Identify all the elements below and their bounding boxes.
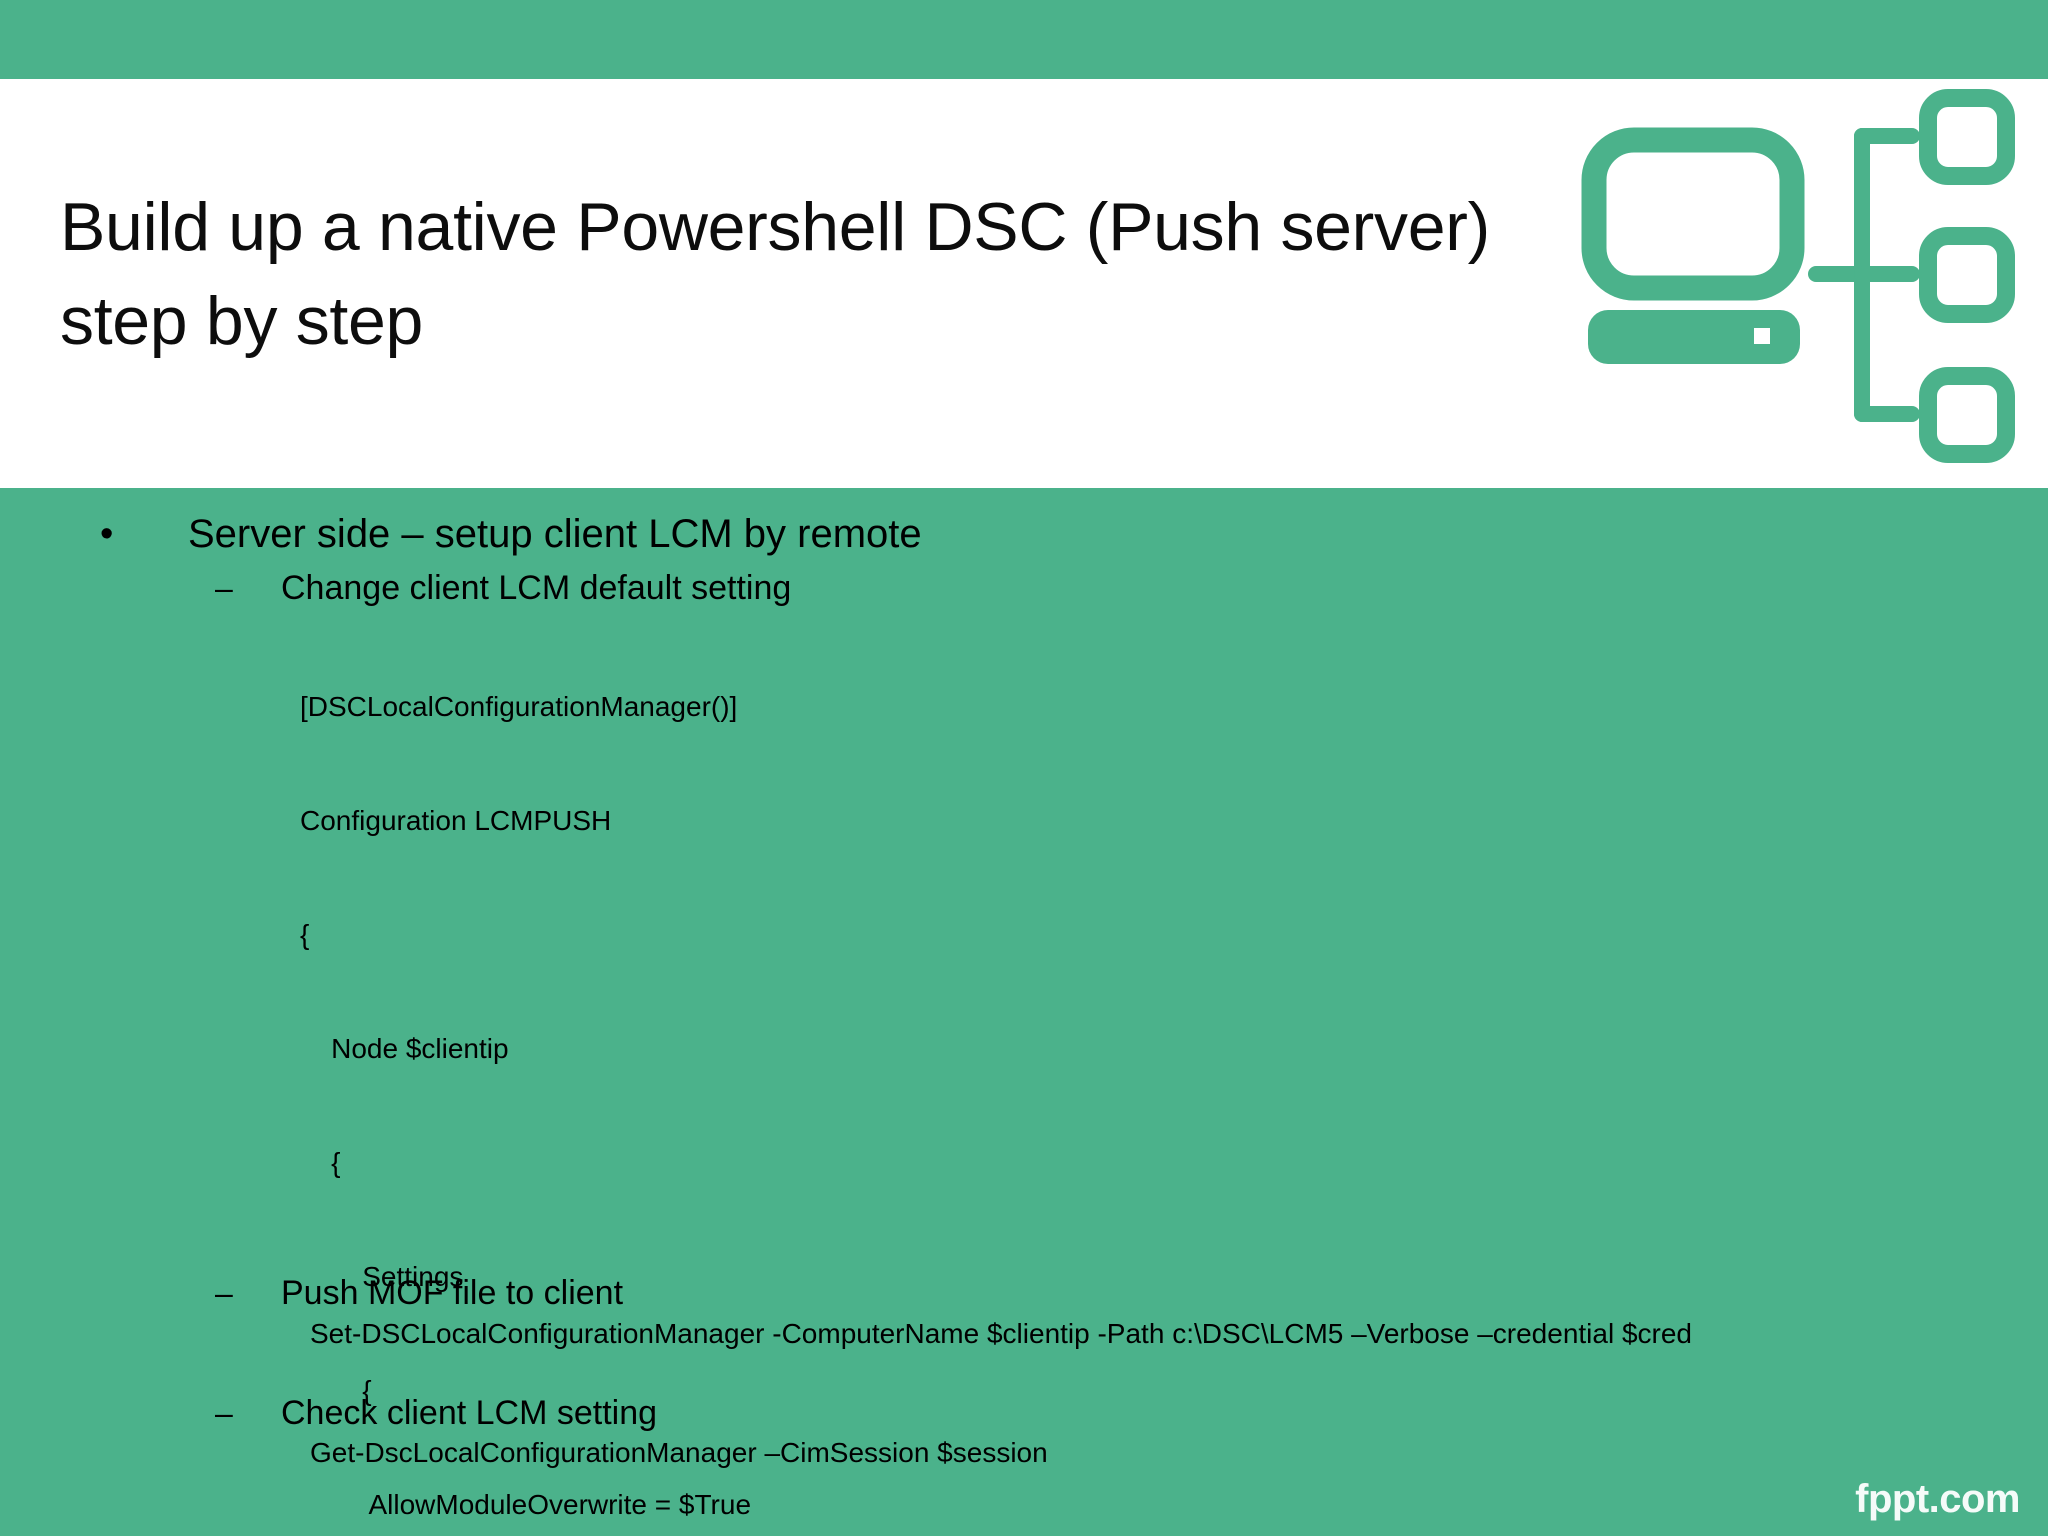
sub-bullet-push-mof: – Push MOF file to client [215, 1270, 1915, 1316]
sub-bullet-label: Push MOF file to client [281, 1274, 624, 1312]
dash-marker: – [215, 570, 233, 606]
code-line: Node $clientip [300, 1033, 509, 1064]
content-panel [0, 488, 2048, 1536]
command-get-dsclcm: Get-DscLocalConfigurationManager –CimSes… [310, 1437, 1048, 1468]
bullet-server-side: • Server side – setup client LCM by remo… [100, 508, 1900, 560]
network-topology-icon [1576, 88, 2016, 468]
page-title: Build up a native Powershell DSC (Push s… [60, 180, 1560, 368]
code-line: AllowModuleOverwrite = $True [300, 1489, 752, 1520]
code-block-lcm-config: [DSCLocalConfigurationManager()] Configu… [300, 612, 919, 1536]
code-line: { [300, 1375, 372, 1406]
page-title-line-2: step by step [60, 283, 424, 359]
dash-marker: – [215, 1395, 233, 1431]
sub-bullet-change-lcm: – Change client LCM default setting [215, 565, 1915, 611]
code-line: [DSCLocalConfigurationManager()] [300, 691, 738, 722]
code-line: { [300, 919, 310, 950]
sub-bullet-label: Change client LCM default setting [281, 569, 792, 607]
code-line: Configuration LCMPUSH [300, 805, 612, 836]
bullet-marker: • [100, 513, 114, 555]
fppt-watermark: fppt.com [1855, 1477, 2020, 1521]
page-title-line-1: Build up a native Powershell DSC (Push s… [60, 189, 1490, 265]
sub-bullet-label: Check client LCM setting [281, 1394, 658, 1432]
dash-marker: – [215, 1275, 233, 1311]
top-accent-bar [0, 0, 2048, 79]
sub-bullet-check-lcm: – Check client LCM setting [215, 1390, 1915, 1436]
command-set-dsclcm: Set-DSCLocalConfigurationManager -Comput… [310, 1318, 1693, 1349]
code-line: Settings [300, 1261, 464, 1292]
code-line: { [300, 1147, 341, 1178]
bullet-label: Server side – setup client LCM by remote [188, 512, 922, 556]
